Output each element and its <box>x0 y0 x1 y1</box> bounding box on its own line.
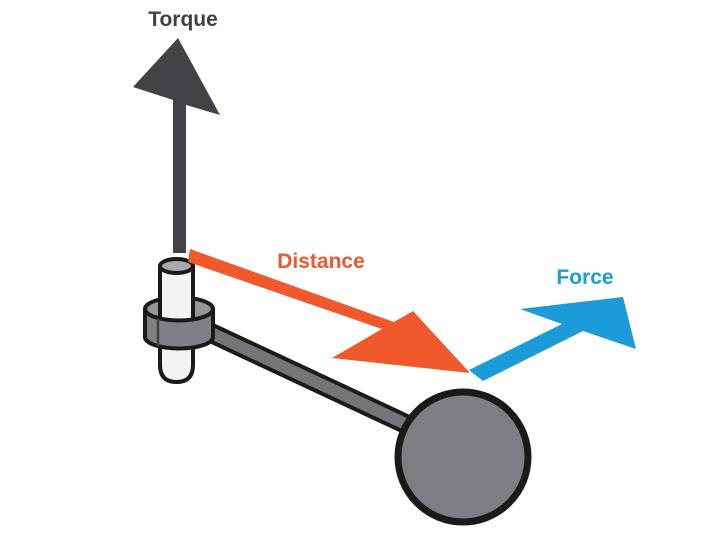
torque-arrow <box>133 38 220 253</box>
force-arrow <box>469 297 636 381</box>
axle-top-face <box>158 257 195 275</box>
collar-front <box>143 307 215 351</box>
lever-rod <box>187 314 447 451</box>
ball-weight <box>394 388 532 526</box>
distance-label: Distance <box>277 250 365 273</box>
torque-label: Torque <box>148 8 218 31</box>
lever-rod-core <box>189 318 445 447</box>
distance-arrow <box>188 249 470 373</box>
force-label: Force <box>556 266 613 289</box>
